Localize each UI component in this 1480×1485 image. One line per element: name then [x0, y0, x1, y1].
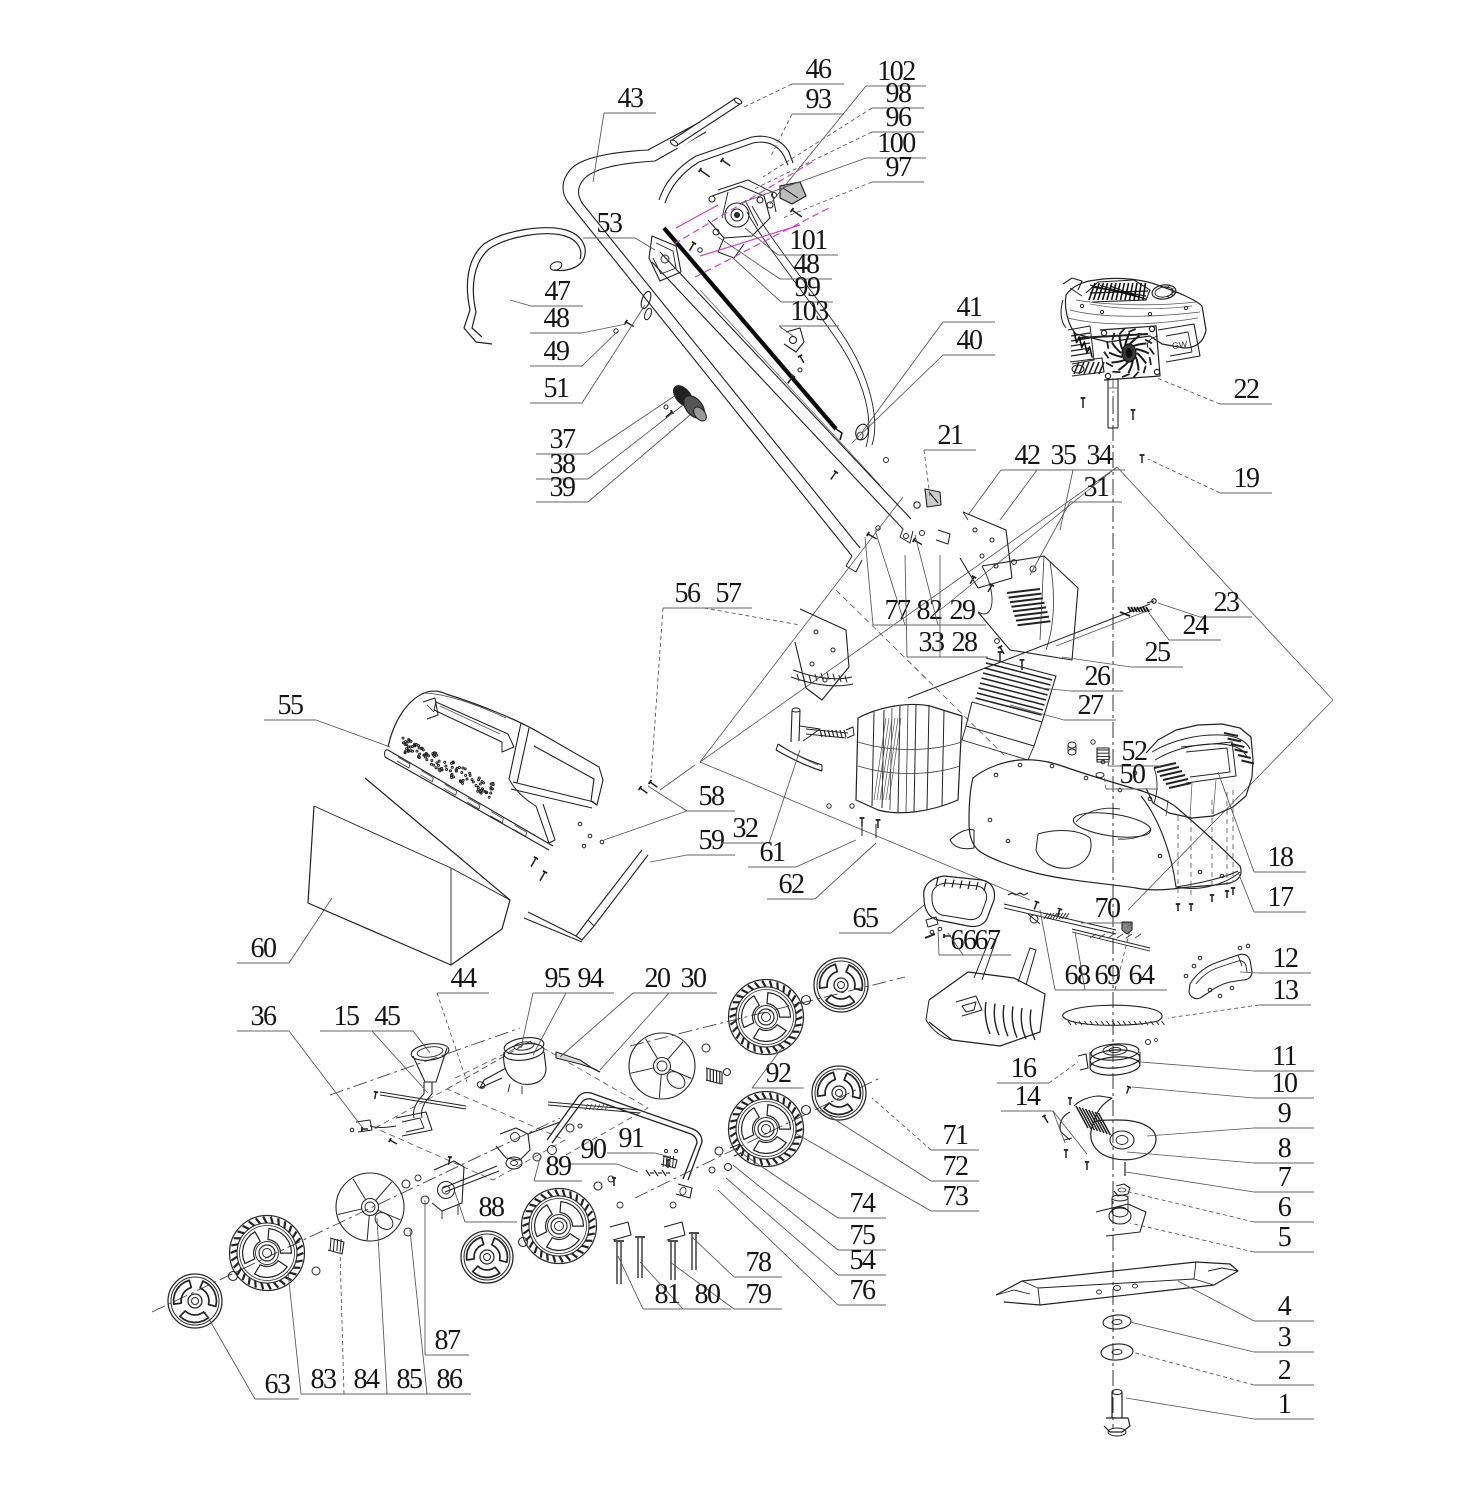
svg-text:16: 16 [1011, 1053, 1038, 1084]
svg-text:71: 71 [943, 1120, 969, 1151]
svg-text:22: 22 [1234, 374, 1260, 405]
svg-text:12: 12 [1273, 943, 1299, 974]
svg-text:67: 67 [975, 925, 1002, 956]
svg-text:74: 74 [850, 1188, 877, 1219]
svg-text:73: 73 [943, 1181, 969, 1212]
svg-text:95: 95 [545, 963, 571, 994]
svg-text:21: 21 [938, 420, 964, 451]
svg-text:23: 23 [1214, 587, 1240, 618]
svg-text:44: 44 [451, 963, 478, 994]
svg-text:56: 56 [675, 578, 702, 609]
svg-text:9: 9 [1278, 1098, 1291, 1129]
svg-text:65: 65 [853, 903, 879, 934]
svg-text:51: 51 [544, 373, 570, 404]
svg-text:4: 4 [1278, 1291, 1292, 1322]
svg-text:89: 89 [546, 1151, 572, 1182]
svg-text:30: 30 [681, 963, 707, 994]
svg-text:58: 58 [699, 781, 725, 812]
svg-text:41: 41 [957, 292, 983, 323]
svg-text:8: 8 [1278, 1133, 1291, 1164]
svg-text:29: 29 [950, 595, 976, 626]
svg-text:85: 85 [397, 1364, 423, 1395]
svg-text:28: 28 [952, 627, 978, 658]
svg-text:43: 43 [618, 83, 644, 114]
svg-text:39: 39 [550, 472, 576, 503]
svg-text:60: 60 [251, 933, 277, 964]
svg-text:24: 24 [1183, 610, 1210, 641]
svg-text:15: 15 [334, 1001, 360, 1032]
svg-text:53: 53 [597, 208, 623, 239]
svg-text:83: 83 [311, 1364, 337, 1395]
svg-text:48: 48 [544, 303, 570, 334]
svg-text:40: 40 [957, 325, 983, 356]
svg-text:45: 45 [375, 1001, 401, 1032]
svg-text:36: 36 [251, 1001, 278, 1032]
svg-text:50: 50 [1120, 759, 1146, 790]
svg-text:81: 81 [655, 1279, 681, 1310]
svg-text:82: 82 [917, 595, 943, 626]
svg-text:1: 1 [1278, 1389, 1291, 1420]
svg-text:91: 91 [619, 1123, 645, 1154]
svg-text:97: 97 [886, 152, 913, 183]
svg-text:78: 78 [746, 1247, 772, 1278]
svg-text:59: 59 [699, 825, 725, 856]
svg-text:94: 94 [578, 963, 605, 994]
svg-text:63: 63 [265, 1369, 291, 1400]
svg-text:54: 54 [850, 1245, 877, 1276]
svg-text:72: 72 [943, 1151, 969, 1182]
svg-text:27: 27 [1078, 690, 1105, 721]
svg-text:42: 42 [1015, 440, 1041, 471]
svg-text:55: 55 [278, 690, 304, 721]
svg-text:14: 14 [1015, 1081, 1042, 1112]
svg-text:2: 2 [1278, 1355, 1291, 1386]
svg-text:13: 13 [1273, 975, 1299, 1006]
svg-text:26: 26 [1085, 661, 1112, 692]
svg-text:34: 34 [1087, 440, 1114, 471]
svg-text:31: 31 [1084, 472, 1110, 503]
svg-text:3: 3 [1278, 1322, 1291, 1353]
svg-text:88: 88 [479, 1192, 505, 1223]
svg-text:49: 49 [544, 336, 570, 367]
svg-text:17: 17 [1268, 882, 1295, 913]
svg-text:92: 92 [766, 1058, 792, 1089]
svg-text:76: 76 [850, 1275, 877, 1306]
svg-text:10: 10 [1272, 1068, 1298, 1099]
svg-text:19: 19 [1234, 463, 1260, 494]
svg-text:32: 32 [733, 813, 759, 844]
svg-text:46: 46 [806, 54, 833, 85]
svg-text:64: 64 [1129, 960, 1156, 991]
svg-text:25: 25 [1145, 637, 1171, 668]
svg-text:20: 20 [645, 963, 671, 994]
svg-text:90: 90 [581, 1134, 607, 1165]
svg-text:77: 77 [885, 595, 912, 626]
svg-text:6: 6 [1278, 1192, 1292, 1223]
svg-text:80: 80 [695, 1279, 721, 1310]
svg-text:86: 86 [437, 1364, 464, 1395]
svg-text:68: 68 [1065, 960, 1091, 991]
svg-text:70: 70 [1095, 893, 1121, 924]
svg-text:84: 84 [354, 1364, 381, 1395]
svg-text:79: 79 [746, 1279, 772, 1310]
svg-text:103: 103 [790, 296, 828, 327]
svg-text:35: 35 [1051, 440, 1077, 471]
svg-text:66: 66 [951, 925, 978, 956]
svg-text:7: 7 [1278, 1162, 1292, 1193]
svg-text:61: 61 [760, 837, 786, 868]
svg-text:93: 93 [806, 84, 832, 115]
svg-text:18: 18 [1268, 842, 1294, 873]
svg-text:57: 57 [716, 578, 743, 609]
svg-text:87: 87 [435, 1325, 462, 1356]
svg-text:5: 5 [1278, 1222, 1291, 1253]
svg-text:62: 62 [779, 869, 805, 900]
